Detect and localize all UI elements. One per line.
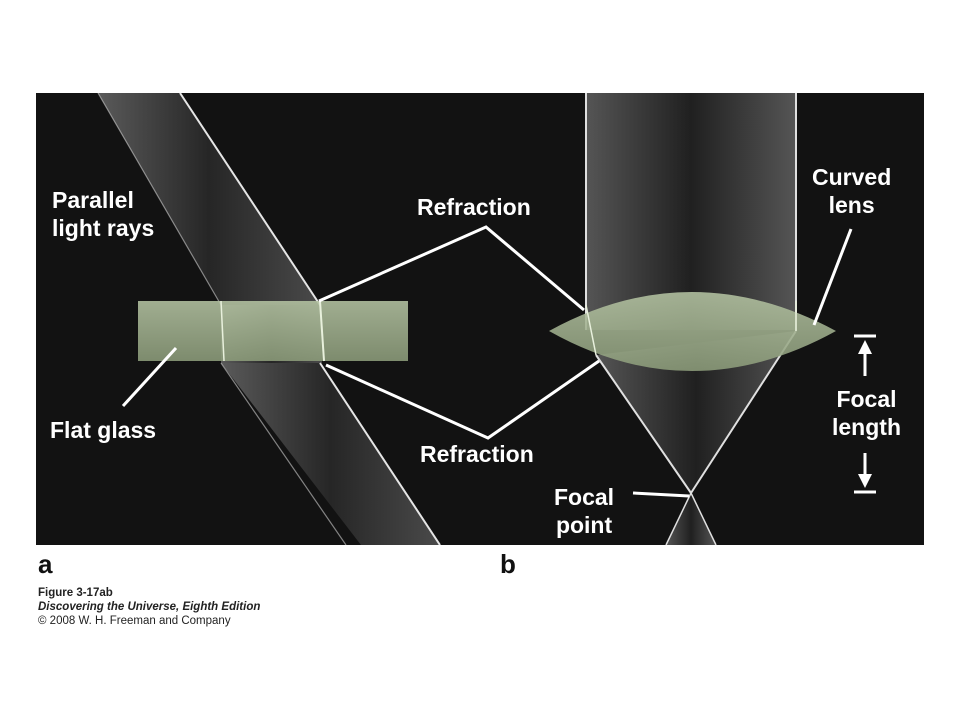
- refraction-figure: Parallel light rays Flat glass Refractio…: [36, 92, 924, 546]
- parallel-rays-label: Parallel light rays: [52, 186, 154, 242]
- focal-length-label: Focal length: [832, 386, 901, 440]
- figure-svg: [36, 92, 924, 546]
- curved-lens-label: Curved lens: [812, 164, 892, 218]
- flat-glass-label: Flat glass: [50, 417, 157, 443]
- refraction-bottom-label: Refraction: [420, 441, 534, 467]
- refraction-top-label: Refraction: [417, 194, 531, 220]
- parallel-rays-text: Parallel light rays: [52, 187, 155, 241]
- curved-lens-shape: [549, 292, 836, 371]
- flat-glass-slab: [138, 300, 408, 362]
- curved-lens-pointer: [812, 228, 853, 326]
- figure-id-caption: Figure 3-17ab: [38, 587, 113, 599]
- refraction-bottom-pointer: [325, 359, 600, 440]
- focal-point-label: Focal point: [554, 484, 615, 538]
- pointer-lines: [121, 225, 853, 498]
- panel-a-letter: a: [38, 549, 53, 579]
- panel-b-letter: b: [500, 549, 516, 579]
- panel-b-light-beam: [585, 93, 797, 546]
- focal-length-arrow: [854, 334, 876, 494]
- book-title-caption: Discovering the Universe, Eighth Edition: [38, 601, 261, 613]
- focal-point-pointer: [632, 491, 690, 498]
- refraction-top-pointer: [318, 225, 585, 312]
- copyright-caption: © 2008 W. H. Freeman and Company: [38, 615, 231, 627]
- flat-glass-pointer: [121, 346, 178, 408]
